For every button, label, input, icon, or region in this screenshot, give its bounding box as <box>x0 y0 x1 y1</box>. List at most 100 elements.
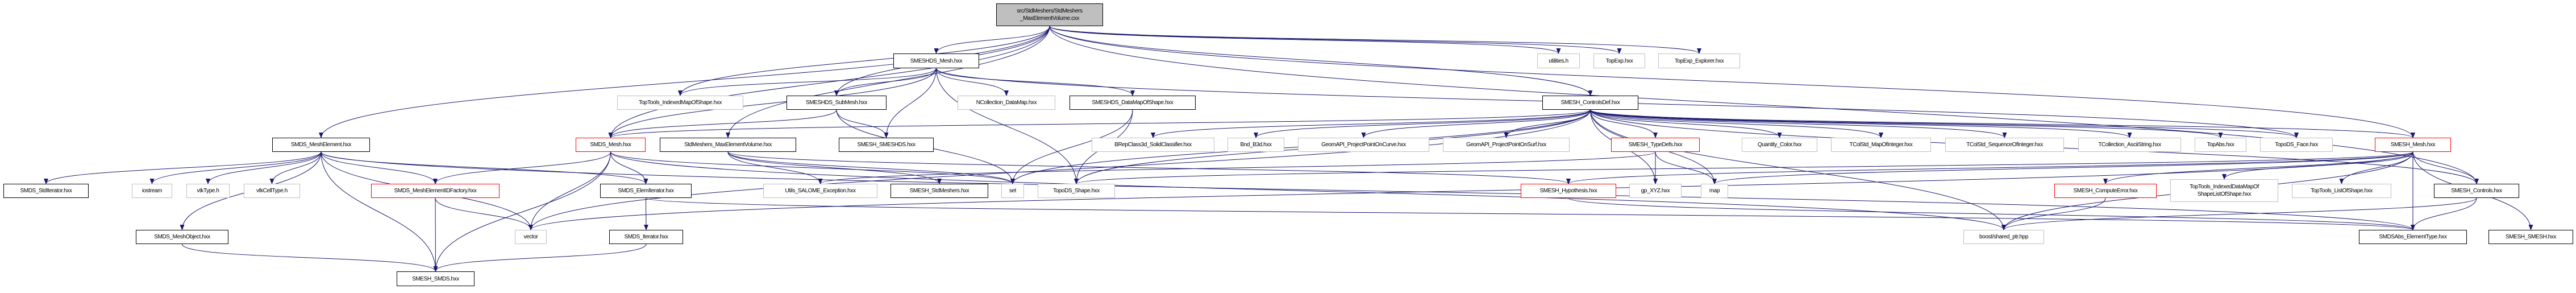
edge-smesh-mesh-to-map <box>1712 151 2413 184</box>
graph-node-smesh-computeerror[interactable]: SMESH_ComputeError.hxx <box>2054 184 2157 198</box>
graph-node-vector[interactable]: vector <box>515 230 547 244</box>
graph-node-smesh-controlsdef[interactable]: SMESH_ControlsDef.hxx <box>1542 96 1638 110</box>
edge-smesh-controlsdef-to-vector <box>528 109 1591 230</box>
graph-node-smeshds-datamap[interactable]: SMESHDS_DataMapOfShape.hxx <box>1069 96 1196 110</box>
edge-stdmeshers-maxelementvolume-to-set <box>727 151 1015 184</box>
edge-smesh-mesh-to-smesh-controls <box>2412 151 2479 184</box>
graph-node-vtktype[interactable]: vtkType.h <box>186 184 230 198</box>
edge-smeshds-mesh-to-smeshds-submesh <box>834 68 937 96</box>
edge-smds-meshelement-to-smds-elemiterator <box>321 151 648 184</box>
graph-node-gp-xyz[interactable]: gp_XYZ.hxx <box>1629 184 1682 198</box>
graph-node-topexp[interactable]: TopExp.hxx <box>1593 53 1645 68</box>
graph-node-toptools-indexedmap[interactable]: TopTools_IndexedMapOfShape.hxx <box>617 96 743 110</box>
edge-root-to-topexp-explorer <box>1049 26 1701 54</box>
edge-smesh-controls-to-boost-shared-ptr <box>2001 197 2477 230</box>
edge-smds-meshobject-to-smesh-smds <box>182 244 438 272</box>
edge-smesh-mesh-to-vector <box>528 151 2413 230</box>
graph-node-boost-shared-ptr[interactable]: boost/shared_ptr.hpp <box>1963 230 2044 244</box>
edge-smesh-controlsdef-to-topods-face <box>1590 109 2299 138</box>
edge-smesh-controlsdef-to-brepclass3d <box>1151 109 1591 138</box>
graph-node-tcolstd-seq[interactable]: TColStd_SequenceOfInteger.hxx <box>1945 138 2064 152</box>
edge-smds-mesh-to-vector <box>528 151 611 230</box>
graph-node-stdmeshers-maxelementvolume[interactable]: StdMeshers_MaxElementVolume.hxx <box>660 138 796 152</box>
edge-smds-mesh-to-smds-idfactory <box>433 151 611 184</box>
graph-node-smesh-mesh[interactable]: SMESH_Mesh.hxx <box>2375 138 2451 152</box>
graph-node-smds-stditerator[interactable]: SMDS_StdIterator.hxx <box>3 184 89 198</box>
edge-smesh-controlsdef-to-bnd-b3d <box>1254 109 1591 138</box>
edge-root-to-smesh-mesh <box>1049 26 2415 138</box>
edge-smeshds-datamap-to-set <box>1010 109 1133 184</box>
graph-node-quantity-color[interactable]: Quantity_Color.hxx <box>1742 138 1817 152</box>
edge-smds-meshelement-to-iostream <box>149 151 322 184</box>
graph-node-smdsabs-elementtype[interactable]: SMDSAbs_ElementType.hxx <box>2359 230 2467 244</box>
edge-smesh-controls-to-smdsabs-elementtype <box>2411 197 2477 230</box>
graph-node-tcollection-ascii[interactable]: TCollection_AsciiString.hxx <box>2078 138 2181 152</box>
edge-root-to-smds-meshelement <box>319 26 1050 138</box>
graph-node-map[interactable]: map <box>1701 184 1728 198</box>
edge-smds-idfactory-to-vector <box>435 197 533 230</box>
graph-node-smesh-smds[interactable]: SMESH_SMDS.hxx <box>397 271 475 286</box>
graph-node-smds-meshelement[interactable]: SMDS_MeshElement.hxx <box>272 138 370 152</box>
graph-node-topods-shape[interactable]: TopoDS_Shape.hxx <box>1038 184 1115 198</box>
edge-smesh-mesh-to-smesh-hypothesis <box>1566 151 2413 184</box>
graph-node-toptools-indexeddatamap[interactable]: TopTools_IndexedDataMapOf ShapeListOfSha… <box>2170 179 2278 202</box>
graph-node-smds-iterator[interactable]: SMDS_Iterator.hxx <box>609 230 683 244</box>
edge-smeshds-submesh-to-smds-mesh <box>608 109 837 138</box>
edge-smesh-controlsdef-to-smesh-typedefs <box>1590 109 1658 138</box>
edge-smesh-hypothesis-to-smdsabs-elementtype <box>1568 197 2415 230</box>
graph-node-smesh-typedefs[interactable]: SMESH_TypeDefs.hxx <box>1611 138 1700 152</box>
edge-smds-meshelement-to-smds-idfactory <box>321 151 438 184</box>
graph-node-geomapi-curve[interactable]: GeomAPI_ProjectPointOnCurve.hxx <box>1298 138 1429 152</box>
graph-node-smds-elemiterator[interactable]: SMDS_ElemIterator.hxx <box>600 184 692 198</box>
edge-smds-meshelement-to-vtktype <box>206 151 322 184</box>
graph-node-smesh-smesh[interactable]: SMESH_SMESH.hxx <box>2488 230 2573 244</box>
graph-node-smds-mesh[interactable]: SMDS_Mesh.hxx <box>576 138 646 152</box>
edge-stdmeshers-maxelementvolume-to-smesh-hypothesis <box>727 151 1571 184</box>
graph-node-topods-face[interactable]: TopoDS_Face.hxx <box>2260 138 2333 152</box>
edge-stdmeshers-maxelementvolume-to-utils-salome-exception <box>727 151 823 184</box>
edge-smeshds-mesh-to-ncollection-datamap <box>936 68 1009 96</box>
graph-node-utils-salome-exception[interactable]: Utils_SALOME_Exception.hxx <box>763 184 877 198</box>
edge-smesh-controlsdef-to-smesh-mesh <box>1590 109 2415 138</box>
edge-root-to-smesh-controlsdef <box>1049 26 1593 96</box>
edge-smesh-typedefs-to-map <box>1655 151 1717 184</box>
edge-smeshds-mesh-to-smeshds-datamap <box>936 68 1135 96</box>
graph-node-toptools-listofshape[interactable]: TopTools_ListOfShape.hxx <box>2292 184 2391 198</box>
graph-node-utilities[interactable]: utilities.h <box>1537 53 1580 68</box>
edge-smds-meshelement-to-smdsabs-elementtype <box>321 151 2415 230</box>
graph-node-smesh-hypothesis[interactable]: SMESH_Hypothesis.hxx <box>1521 184 1616 198</box>
graph-node-set[interactable]: set <box>1001 184 1024 198</box>
edge-smds-meshelement-to-vtkcelltype <box>269 151 322 184</box>
graph-node-smeshds-submesh[interactable]: SMESHDS_SubMesh.hxx <box>786 96 887 110</box>
edge-smds-meshelement-to-smds-stditerator <box>44 151 322 184</box>
edge-root-to-smds-mesh <box>608 26 1050 138</box>
graph-node-vtkcelltype[interactable]: vtkCellType.h <box>244 184 300 198</box>
graph-node-smesh-controls[interactable]: SMESH_Controls.hxx <box>2434 184 2519 198</box>
edge-smds-iterator-to-smesh-smds <box>433 244 647 272</box>
graph-node-iostream[interactable]: iostream <box>132 184 172 198</box>
edge-smesh-controlsdef-to-tcolstd-seq <box>1590 109 2007 138</box>
edge-smesh-controlsdef-to-tcollection-ascii <box>1590 109 2132 138</box>
edge-smesh-controlsdef-to-tcolstd-map <box>1590 109 1883 138</box>
edge-smesh-controlsdef-to-quantity-color <box>1590 109 1782 138</box>
graph-node-topexp-explorer[interactable]: TopExp_Explorer.hxx <box>1658 53 1740 68</box>
edge-smesh-typedefs-to-utils-salome-exception <box>818 151 1656 184</box>
graph-node-smds-meshobject[interactable]: SMDS_MeshObject.hxx <box>136 230 228 244</box>
graph-node-topabs[interactable]: TopAbs.hxx <box>2195 138 2246 152</box>
graph-node-ncollection-datamap[interactable]: NCollection_DataMap.hxx <box>958 96 1055 110</box>
edge-root-to-utilities <box>1049 26 1561 54</box>
graph-node-brepclass3d[interactable]: BRepClass3d_SolidClassifier.hxx <box>1092 138 1214 152</box>
graph-node-geomapi-surf[interactable]: GeomAPI_ProjectPointOnSurf.hxx <box>1443 138 1570 152</box>
graph-node-tcolstd-map[interactable]: TColStd_MapOfInteger.hxx <box>1831 138 1931 152</box>
graph-node-smesh-stdmeshers[interactable]: SMESH_StdMeshers.hxx <box>890 184 988 198</box>
graph-node-smds-idfactory[interactable]: SMDS_MeshElementIDFactory.hxx <box>371 184 500 198</box>
graph-node-smesh-smeshds[interactable]: SMESH_SMESHDS.hxx <box>839 138 934 152</box>
edge-smds-mesh-to-smds-elemiterator <box>610 151 648 184</box>
graph-node-smeshds-mesh[interactable]: SMESHDS_Mesh.hxx <box>893 53 979 68</box>
edge-smds-mesh-to-smesh-smds <box>433 151 611 272</box>
edge-smeshds-mesh-to-smds-mesh <box>608 68 937 138</box>
edge-smesh-controlsdef-to-geomapi-surf <box>1504 109 1591 138</box>
graph-node-bnd-b3d[interactable]: Bnd_B3d.hxx <box>1227 138 1284 152</box>
edge-smesh-controlsdef-to-topabs <box>1590 109 2223 138</box>
